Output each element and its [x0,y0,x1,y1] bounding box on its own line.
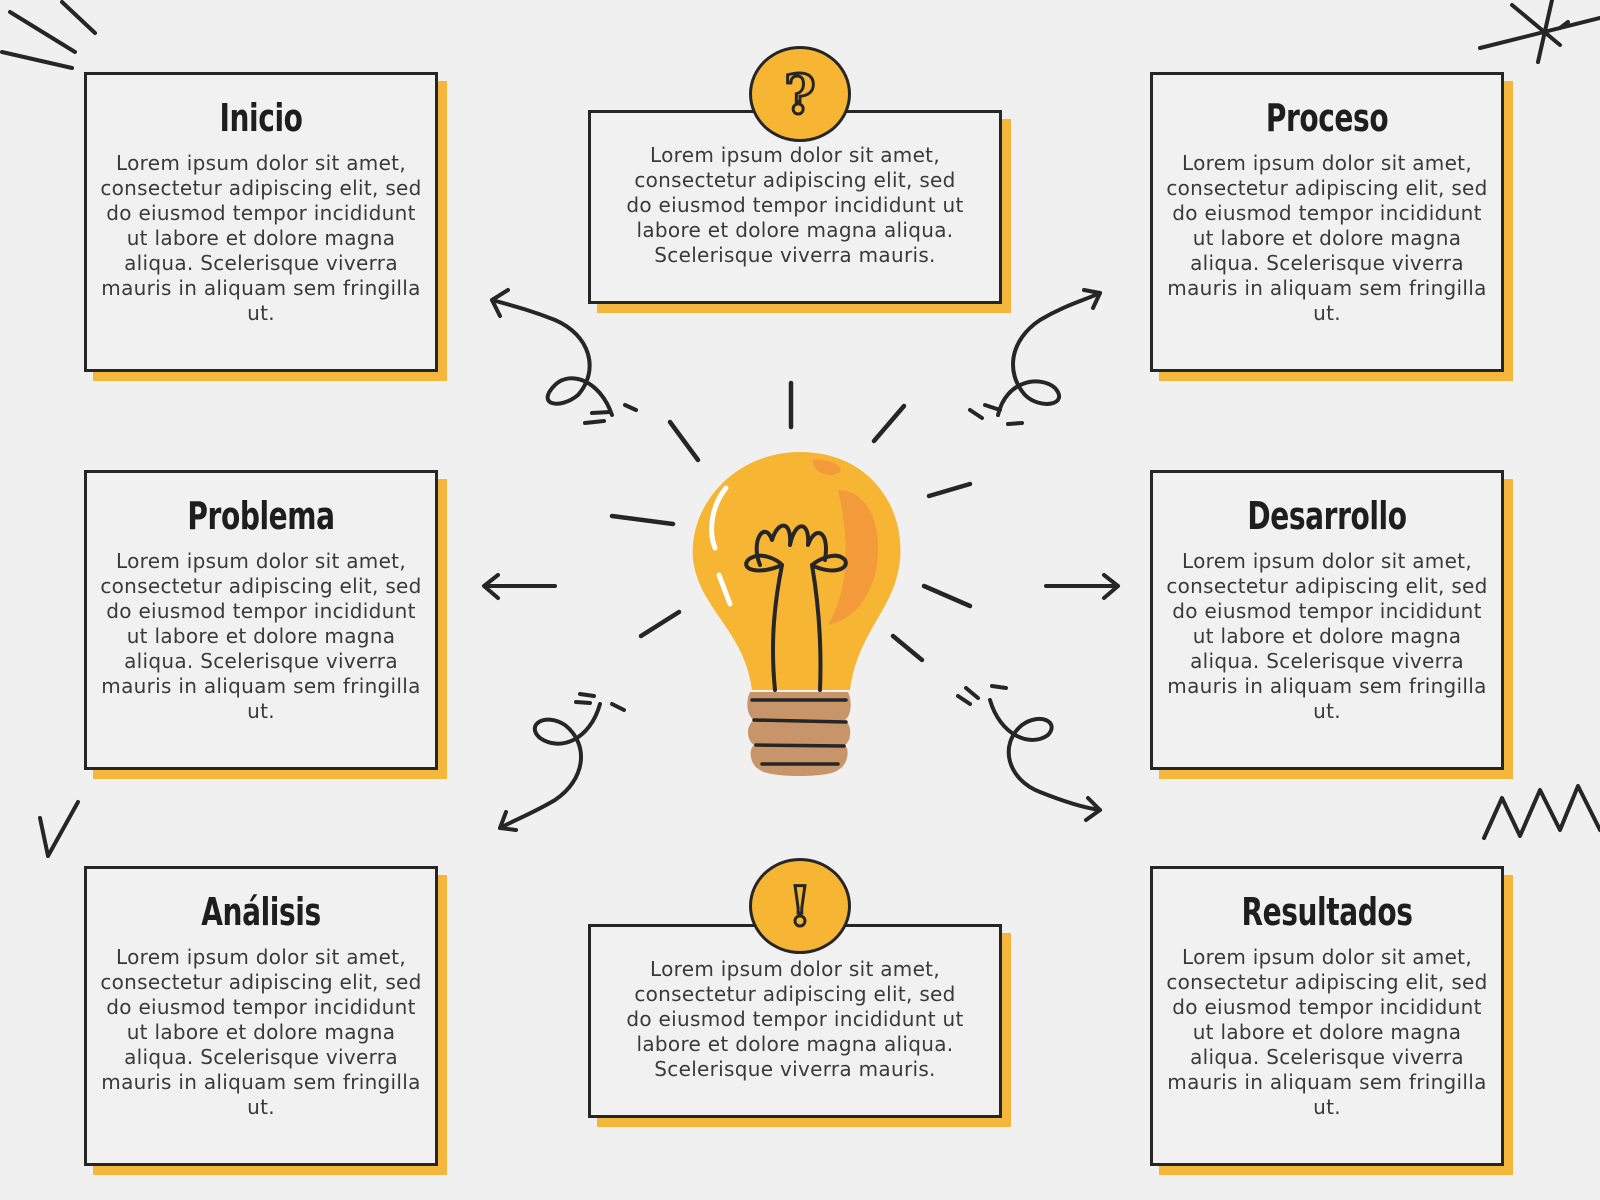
card-text: Lorem ipsum dolor sit amet, consectetur … [100,549,422,723]
question-mark-icon: ? [749,46,851,142]
arrow-to-analisis [498,692,626,832]
star-doodle [1478,0,1600,64]
card-title: Resultados [1241,890,1413,934]
card-text: Lorem ipsum dolor sit amet, consectetur … [100,945,422,1119]
card-title: Análisis [201,890,321,934]
card-title: Inicio [219,96,303,140]
card-inicio: Inicio Lorem ipsum dolor sit amet, conse… [84,72,438,372]
card-desarrollo: Desarrollo Lorem ipsum dolor sit amet, c… [1150,470,1504,770]
card-text: Lorem ipsum dolor sit amet, consectetur … [100,151,422,325]
arrow-to-desarrollo [1044,573,1120,600]
checkmark-doodle [38,800,80,858]
arrow-to-problema [482,573,557,600]
card-text: Lorem ipsum dolor sit amet, consectetur … [1166,549,1488,723]
card-text: Lorem ipsum dolor sit amet, consectetur … [1166,151,1488,325]
card-text: Lorem ipsum dolor sit amet, consectetur … [626,957,964,1081]
card-title: Desarrollo [1247,494,1407,538]
card-exclamation: Lorem ipsum dolor sit amet, consectetur … [588,924,1002,1118]
card-question: Lorem ipsum dolor sit amet, consectetur … [588,110,1002,304]
card-title: Proceso [1265,96,1389,140]
card-analisis: Análisis Lorem ipsum dolor sit amet, con… [84,866,438,1166]
card-title: Problema [187,494,335,538]
card-resultados: Resultados Lorem ipsum dolor sit amet, c… [1150,866,1504,1166]
card-text: Lorem ipsum dolor sit amet, consectetur … [1166,945,1488,1119]
arrow-to-proceso [968,288,1102,426]
card-problema: Problema Lorem ipsum dolor sit amet, con… [84,470,438,770]
lightbulb-icon [609,380,973,776]
burst-lines-doodle [0,0,97,70]
card-proceso: Proceso Lorem ipsum dolor sit amet, cons… [1150,72,1504,372]
card-text: Lorem ipsum dolor sit amet, consectetur … [626,143,964,267]
arrow-to-inicio [490,288,638,425]
zigzag-doodle [1482,784,1600,840]
arrow-to-resultados [956,684,1102,822]
exclamation-mark-icon: ! [749,858,851,954]
